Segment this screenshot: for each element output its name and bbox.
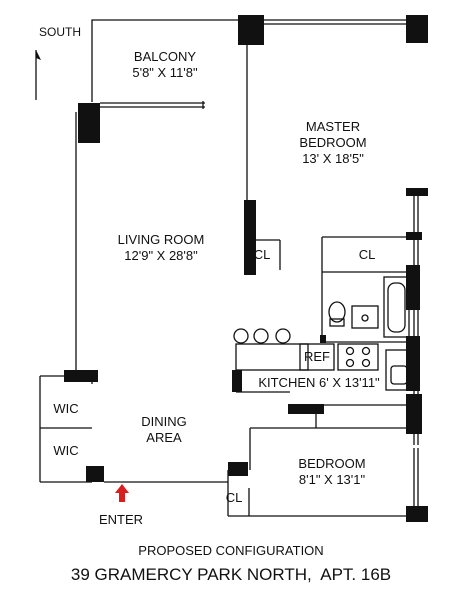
wic-top-label: WIC (53, 401, 78, 416)
footer-subtitle: PROPOSED CONFIGURATION (138, 543, 323, 558)
dining-area-name-2: AREA (146, 430, 182, 445)
orientation-label: SOUTH (39, 25, 81, 39)
living-room-name: LIVING ROOM (118, 232, 205, 247)
entry-arrow-icon (115, 484, 129, 502)
balcony-name: BALCONY (134, 49, 196, 64)
balcony-dims: 5'8" X 11'8" (132, 65, 198, 80)
wall-blocks (64, 15, 428, 522)
living-room-dims: 12'9" X 28'8" (124, 248, 198, 263)
closet-master-left-label: CL (254, 247, 271, 262)
footer-title: 39 GRAMERCY PARK NORTH, APT. 16B (71, 565, 391, 584)
closet-bedroom-label: CL (226, 490, 243, 505)
thin-walls (39, 19, 419, 517)
entry-label: ENTER (99, 512, 143, 527)
orientation-arrow-icon (36, 50, 41, 60)
bedroom-name: BEDROOM (298, 456, 365, 471)
dining-area-name-1: DINING (141, 414, 187, 429)
master-bedroom-name-1: MASTER (306, 119, 360, 134)
kitchen-label: KITCHEN 6' X 13'11" (258, 375, 380, 390)
master-bedroom-name-2: BEDROOM (299, 135, 366, 150)
bedroom-dims: 8'1" X 13'1" (299, 472, 366, 487)
wic-bottom-label: WIC (53, 443, 78, 458)
closet-master-right-label: CL (359, 247, 376, 262)
ref-label: REF (304, 349, 330, 364)
master-bedroom-dims: 13' X 18'5" (302, 151, 364, 166)
